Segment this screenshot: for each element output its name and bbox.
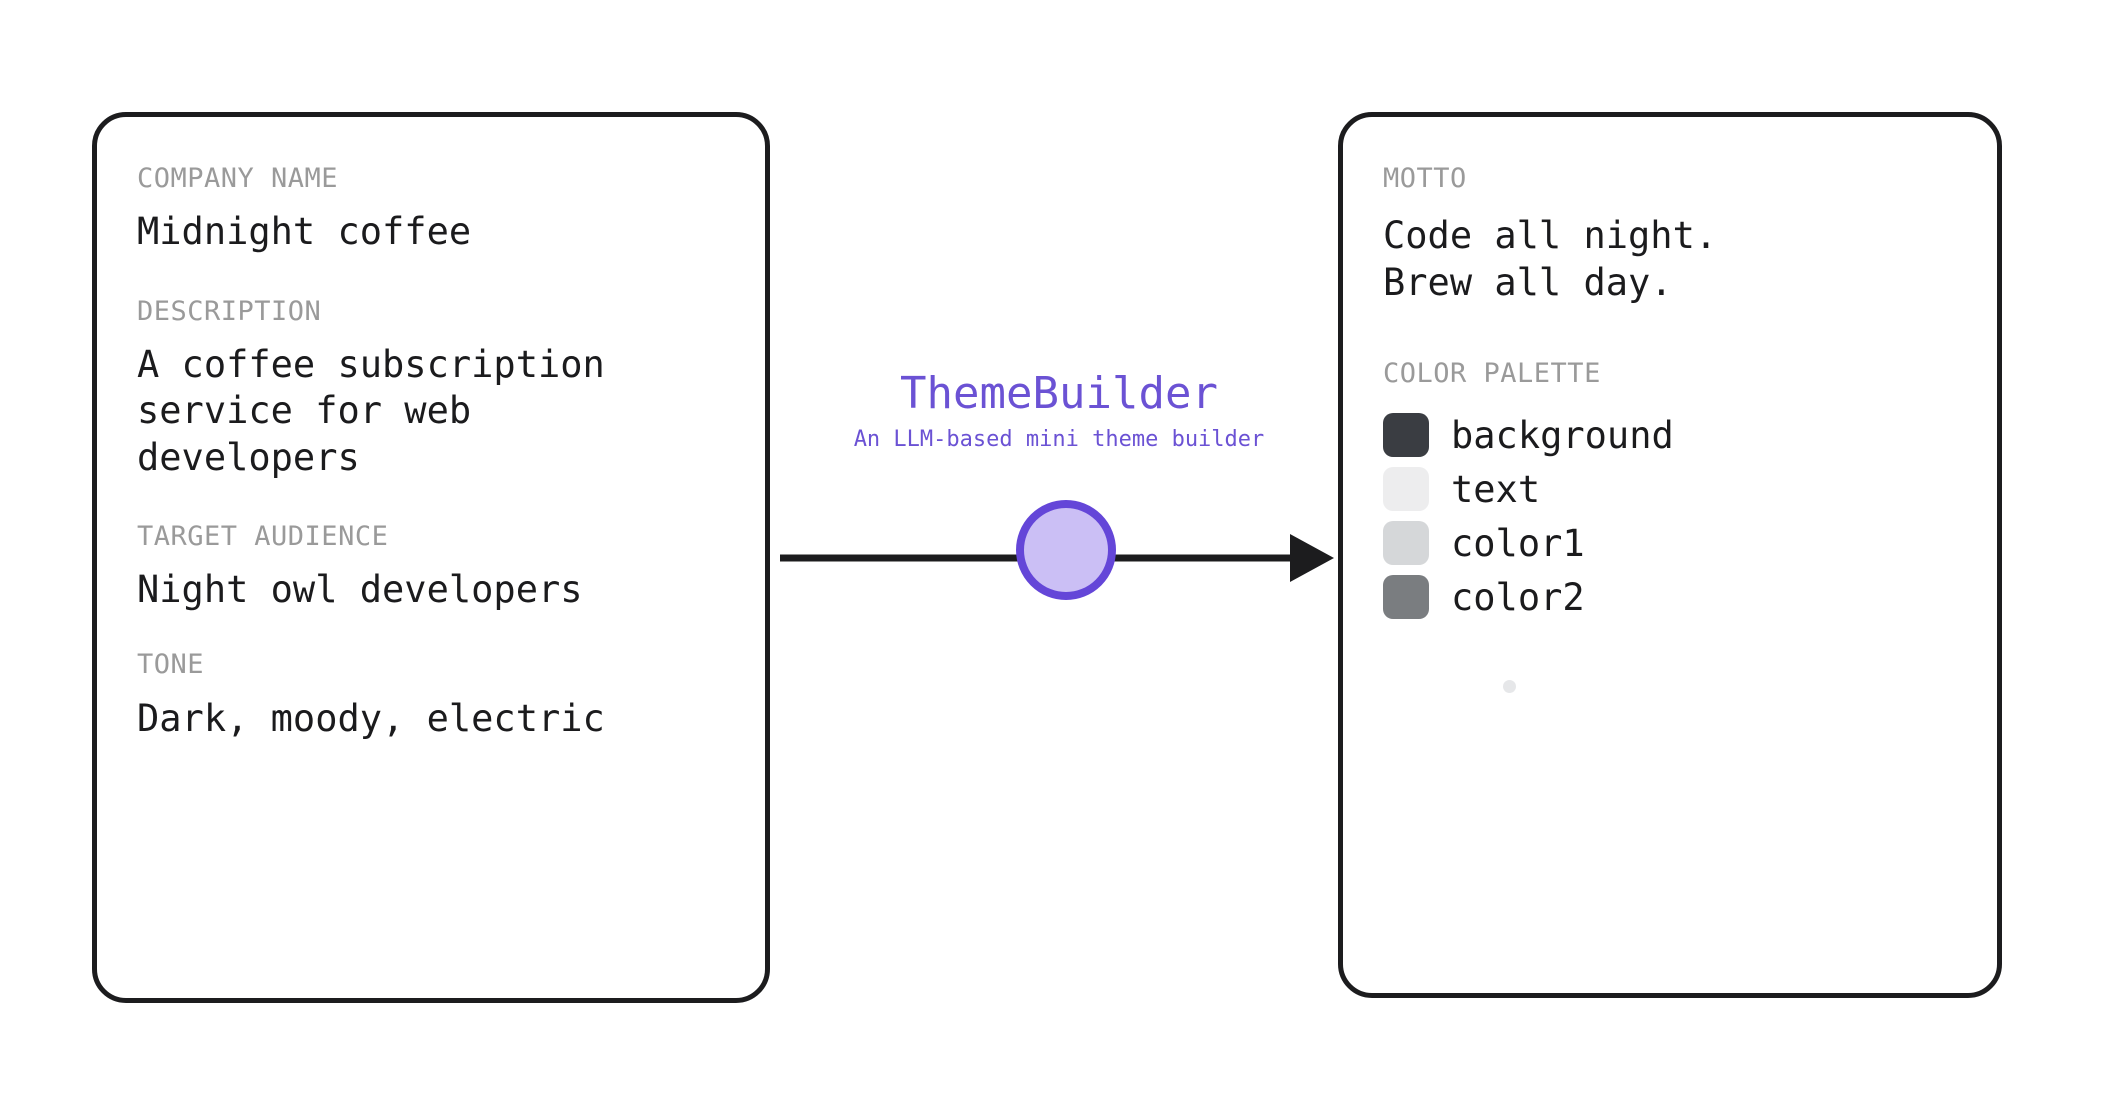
color-swatch-label: color2 [1451, 575, 1585, 619]
field-motto: MOTTO Code all night. Brew all day. [1383, 163, 1957, 306]
field-target-audience: TARGET AUDIENCE Night owl developers [137, 521, 725, 614]
field-tone: TONE Dark, moody, electric [137, 649, 725, 742]
process-node-circle[interactable] [1016, 500, 1116, 600]
field-label-tone: TONE [137, 649, 205, 681]
field-value-company-name: Midnight coffee [137, 210, 472, 254]
output-card: MOTTO Code all night. Brew all day. COLO… [1338, 112, 2002, 998]
field-value-description: A coffee subscription service for web de… [137, 343, 605, 479]
field-value-tone: Dark, moody, electric [137, 696, 605, 740]
field-color-palette: COLOR PALETTE background text color1 col… [1383, 357, 1957, 694]
field-label-description: DESCRIPTION [137, 295, 322, 327]
palette-row[interactable]: color2 [1383, 570, 1957, 624]
color-swatch-background[interactable] [1383, 413, 1429, 458]
palette-list: background text color1 color2 [1383, 408, 1957, 624]
field-label-target-audience: TARGET AUDIENCE [137, 520, 389, 552]
field-value-motto: Code all night. Brew all day. [1383, 214, 1718, 304]
app-title: ThemeBuilder [900, 368, 1218, 419]
color-swatch-text[interactable] [1383, 467, 1429, 512]
field-company-name: COMPANY NAME Midnight coffee [137, 163, 725, 256]
palette-decorative-dot [1503, 680, 1516, 694]
palette-row[interactable]: color1 [1383, 516, 1957, 570]
color-swatch-label: background [1451, 413, 1674, 457]
color-swatch-label: color1 [1451, 521, 1585, 565]
field-label-color-palette: COLOR PALETTE [1383, 357, 1601, 389]
field-value-target-audience: Night owl developers [137, 568, 583, 612]
color-swatch-color2[interactable] [1383, 575, 1429, 620]
palette-row[interactable]: background [1383, 408, 1957, 462]
app-subtitle: An LLM-based mini theme builder [853, 427, 1265, 452]
field-label-motto: MOTTO [1383, 163, 1467, 194]
field-description: DESCRIPTION A coffee subscription servic… [137, 296, 725, 481]
color-swatch-label: text [1451, 467, 1541, 511]
field-label-company-name: COMPANY NAME [137, 163, 339, 194]
input-card: COMPANY NAME Midnight coffee DESCRIPTION… [92, 112, 770, 1003]
color-swatch-color1[interactable] [1383, 521, 1429, 566]
palette-row[interactable]: text [1383, 462, 1957, 516]
themebuilder-node: ThemeBuilder An LLM-based mini theme bui… [780, 368, 1338, 630]
